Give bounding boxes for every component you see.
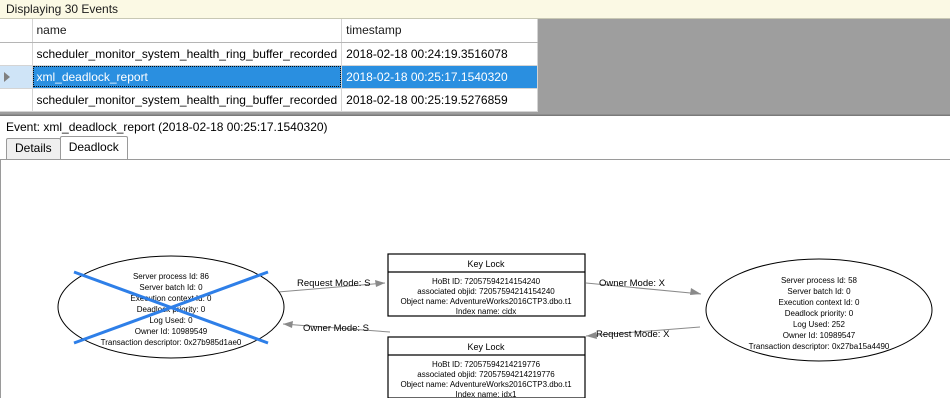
process-node-victim[interactable]: Server process Id: 86 Server batch Id: 0… bbox=[57, 255, 285, 359]
edge-label-request-mode-x: Request Mode: X bbox=[596, 329, 670, 340]
edge-request-mode-s bbox=[277, 280, 386, 293]
resource-node-1-shape[interactable] bbox=[387, 336, 586, 398]
cell-timestamp[interactable]: 2018-02-18 00:25:19.5276859 bbox=[341, 88, 539, 112]
column-header-selector bbox=[0, 19, 33, 43]
edge-owner-mode-s bbox=[282, 321, 391, 333]
row-selector-cell[interactable] bbox=[0, 42, 33, 66]
winner-line-2: Execution context Id: 0 bbox=[779, 298, 860, 307]
column-header-timestamp[interactable]: timestamp bbox=[341, 19, 539, 43]
resource-node-1-line-2: Object name: AdventureWorks2016CTP3.dbo.… bbox=[400, 380, 572, 389]
cell-name[interactable]: xml_deadlock_report bbox=[32, 65, 343, 89]
victim-line-3: Deadlock priority: 0 bbox=[137, 305, 206, 314]
resource-node-0-shape[interactable] bbox=[387, 253, 586, 317]
events-grid[interactable]: name timestamp scheduler_monitor_system_… bbox=[0, 19, 950, 115]
column-header-name[interactable]: name bbox=[32, 19, 343, 43]
victim-line-2: Execution context Id: 0 bbox=[131, 294, 212, 303]
winner-line-3: Deadlock priority: 0 bbox=[785, 309, 854, 318]
resource-node-key-lock-idx1[interactable]: Key Lock HoBt ID: 72057594214219776 asso… bbox=[387, 336, 586, 398]
edge-label-request-mode-s: Request Mode: S bbox=[297, 278, 370, 289]
cell-name[interactable]: scheduler_monitor_system_health_ring_buf… bbox=[32, 88, 343, 112]
edge-label-owner-mode-x: Owner Mode: X bbox=[599, 278, 666, 289]
deadlock-graph-canvas[interactable]: Request Mode: S Owner Mode: X Owner Mode… bbox=[0, 159, 950, 398]
detail-tab-strip: Details Deadlock bbox=[0, 136, 950, 159]
event-detail-title: Event: xml_deadlock_report (2018-02-18 0… bbox=[6, 119, 328, 134]
victim-line-5: Owner Id: 10989549 bbox=[135, 327, 208, 336]
edge-label-owner-mode-s: Owner Mode: S bbox=[303, 323, 369, 334]
table-row[interactable]: scheduler_monitor_system_health_ring_buf… bbox=[0, 42, 539, 66]
tab-deadlock[interactable]: Deadlock bbox=[59, 136, 128, 159]
process-node-winner[interactable]: Server process Id: 58 Server batch Id: 0… bbox=[705, 258, 933, 362]
edge-owner-mode-x bbox=[585, 282, 702, 295]
cell-timestamp[interactable]: 2018-02-18 00:25:17.1540320 bbox=[341, 65, 539, 89]
table-header-row: name timestamp bbox=[0, 19, 539, 43]
resource-node-0-line-2: Object name: AdventureWorks2016CTP3.dbo.… bbox=[400, 297, 572, 306]
events-table-body: name timestamp scheduler_monitor_system_… bbox=[0, 19, 539, 112]
resource-node-0-line-1: associated objid: 72057594214154240 bbox=[417, 287, 555, 296]
tab-details[interactable]: Details bbox=[6, 138, 61, 159]
event-detail-header: Event: xml_deadlock_report (2018-02-18 0… bbox=[0, 115, 950, 137]
resource-node-1-line-3: Index name: idx1 bbox=[456, 390, 517, 398]
deadlock-victim-x-icon bbox=[73, 270, 269, 345]
events-count-label: Displaying 30 Events bbox=[6, 2, 119, 16]
winner-line-0: Server process Id: 58 bbox=[781, 276, 858, 285]
winner-line-5: Owner Id: 10989547 bbox=[783, 331, 856, 340]
row-selector-cell[interactable] bbox=[0, 65, 33, 89]
events-count-banner: Displaying 30 Events bbox=[0, 0, 950, 19]
victim-line-0: Server process Id: 86 bbox=[133, 272, 210, 281]
edge-request-mode-x bbox=[585, 326, 701, 339]
resource-node-1-title: Key Lock bbox=[467, 342, 505, 352]
table-row[interactable]: scheduler_monitor_system_health_ring_buf… bbox=[0, 88, 539, 112]
victim-line-6: Transaction descriptor: 0x27b985d1ae0 bbox=[101, 338, 242, 347]
resource-node-0-line-3: Index name: cidx bbox=[456, 307, 516, 316]
victim-line-1: Server batch Id: 0 bbox=[139, 283, 203, 292]
table-row[interactable]: xml_deadlock_report 2018-02-18 00:25:17.… bbox=[0, 65, 539, 89]
events-table: name timestamp scheduler_monitor_system_… bbox=[0, 19, 539, 112]
row-pointer-icon bbox=[4, 72, 10, 83]
resource-node-0-line-0: HoBt ID: 72057594214154240 bbox=[432, 277, 541, 286]
victim-line-4: Log Used: 0 bbox=[149, 316, 193, 325]
winner-line-4: Log Used: 252 bbox=[793, 320, 846, 329]
resource-node-key-lock-cidx[interactable]: Key Lock HoBt ID: 72057594214154240 asso… bbox=[387, 253, 586, 317]
winner-line-6: Transaction descriptor: 0x27ba15a4490 bbox=[749, 342, 890, 351]
row-selector-cell[interactable] bbox=[0, 88, 33, 112]
cell-name[interactable]: scheduler_monitor_system_health_ring_buf… bbox=[32, 42, 343, 66]
resource-node-1-line-1: associated objid: 72057594214219776 bbox=[417, 370, 555, 379]
resource-node-1-line-0: HoBt ID: 72057594214219776 bbox=[432, 360, 541, 369]
winner-line-1: Server batch Id: 0 bbox=[787, 287, 851, 296]
process-node-winner-shape[interactable] bbox=[705, 258, 933, 362]
resource-node-0-title: Key Lock bbox=[467, 259, 505, 269]
cell-timestamp[interactable]: 2018-02-18 00:24:19.3516078 bbox=[341, 42, 539, 66]
